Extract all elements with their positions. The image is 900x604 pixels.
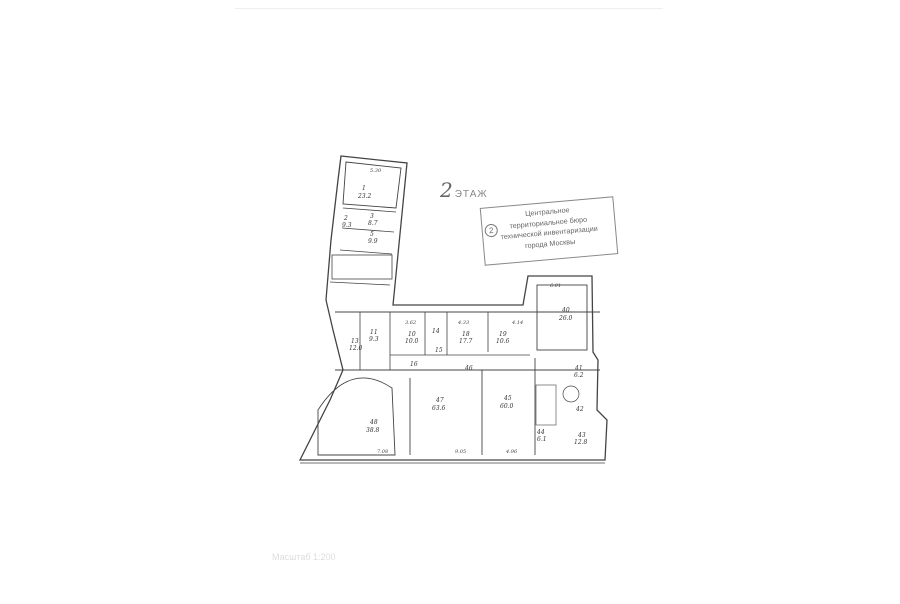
room-label: 6.1 bbox=[537, 436, 547, 443]
room-label: 19 bbox=[499, 331, 507, 338]
dimension-label: 3.62 bbox=[405, 320, 416, 326]
room-label: 63.6 bbox=[432, 405, 446, 412]
room-label: 60.0 bbox=[500, 403, 514, 410]
room-label: 8.7 bbox=[368, 220, 378, 227]
floor-word: ЭТАЖ bbox=[454, 189, 488, 200]
room-label: 14 bbox=[432, 328, 440, 335]
room-label: 16 bbox=[410, 361, 418, 368]
room-label: 17.7 bbox=[459, 338, 473, 345]
dimension-label: 5.30 bbox=[370, 168, 382, 174]
room-label: 9.3 bbox=[369, 336, 379, 343]
room-label: 44 bbox=[536, 429, 545, 436]
room-label: 13 bbox=[351, 338, 359, 345]
room-label: 6.2 bbox=[574, 372, 584, 379]
room-label: 9.3 bbox=[342, 222, 352, 229]
room-label: 2 bbox=[343, 215, 348, 222]
room-label: 3 bbox=[370, 213, 374, 220]
room-label: 42 bbox=[575, 406, 584, 413]
dimension-label: 9.05 bbox=[455, 449, 466, 455]
room-label: 45 bbox=[503, 395, 512, 402]
room-label: 1 bbox=[362, 185, 366, 192]
room-label: 40 bbox=[561, 307, 570, 314]
floor-number: 2 bbox=[440, 178, 453, 202]
dimension-label: 7.08 bbox=[377, 449, 388, 455]
dimension-label: 4.14 bbox=[511, 320, 523, 326]
room-label: 23.2 bbox=[357, 193, 372, 200]
room-label: 41 bbox=[574, 365, 583, 372]
room-label: 38.8 bbox=[366, 427, 380, 434]
room-label: 26.0 bbox=[558, 315, 573, 322]
document-page bbox=[235, 8, 663, 599]
room-label: 10.6 bbox=[496, 338, 510, 345]
room-label: 11 bbox=[370, 329, 378, 336]
room-label: 18 bbox=[462, 331, 470, 338]
building-outline bbox=[298, 155, 608, 461]
room-label: 10.0 bbox=[405, 338, 419, 345]
room-label: 5 bbox=[370, 231, 374, 238]
room-label: 10 bbox=[408, 331, 416, 338]
bti-stamp: 2 Центральное территориальное бюро техни… bbox=[479, 196, 619, 266]
dimension-label: 6.01 bbox=[550, 283, 561, 289]
room-label: 15 bbox=[435, 347, 443, 354]
room-label: 9.9 bbox=[368, 238, 378, 245]
dimension-label: 4.96 bbox=[505, 449, 518, 455]
room-label: 48 bbox=[369, 419, 378, 426]
room-label: 12.0 bbox=[349, 345, 363, 352]
room-label: 47 bbox=[435, 397, 444, 404]
room-label: 43 bbox=[577, 432, 586, 439]
room-label: 12.8 bbox=[574, 439, 588, 446]
scale-text: Масштаб 1:200 bbox=[272, 552, 336, 562]
room-label: 46 bbox=[464, 365, 473, 372]
dimension-label: 4.33 bbox=[457, 320, 469, 326]
